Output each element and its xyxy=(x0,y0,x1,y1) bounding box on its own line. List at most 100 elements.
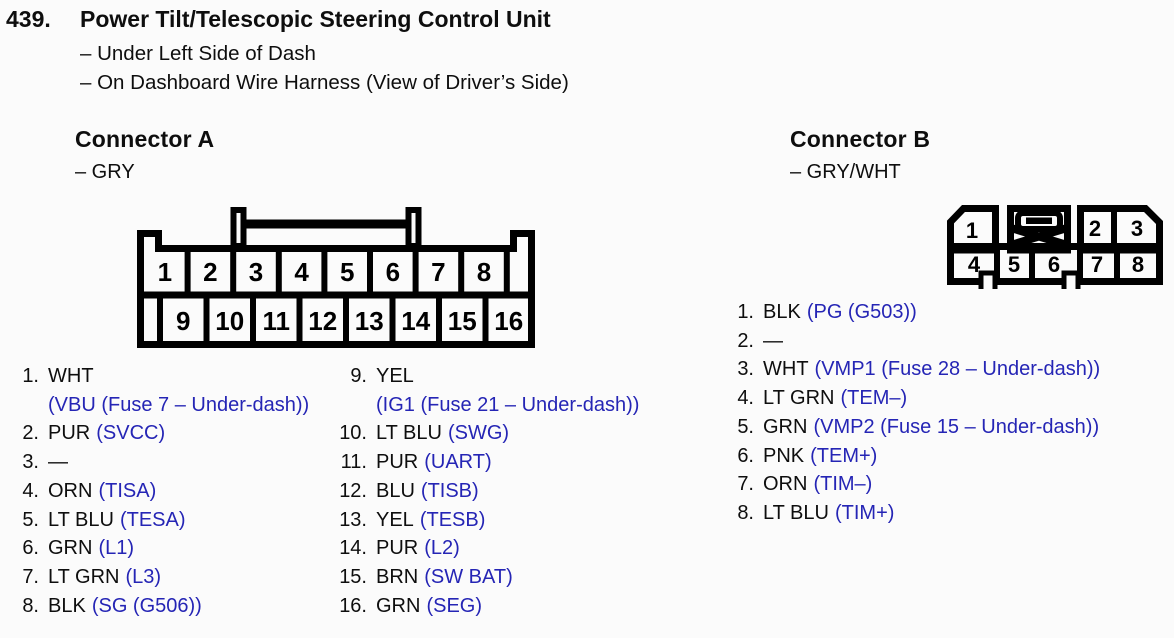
connector-a-title: Connector A xyxy=(75,126,215,152)
cavity-number: 1 xyxy=(158,257,172,287)
wire-color: GRN xyxy=(48,537,93,560)
cavity-number: 2 xyxy=(203,257,217,287)
top-row-dividers xyxy=(184,248,510,295)
pin-desc: GRN(L1) xyxy=(48,534,134,563)
pin-number: 1. xyxy=(22,365,39,387)
cavity-number: 8 xyxy=(477,257,491,287)
connector-a-body xyxy=(137,230,535,348)
connector-a-pin-numbers: 1 2 3 4 5 6 7 8 9 10 11 12 13 14 15 16 xyxy=(158,257,524,336)
pin-desc: GRN(SEG) xyxy=(376,592,482,621)
pin-row: 10. LT BLU(SWG) xyxy=(334,419,670,448)
cavity-number: 11 xyxy=(262,306,290,336)
pin-desc: WHT(VBU (Fuse 7 – Under-dash)) xyxy=(48,362,309,419)
pin-desc: BRN(SW BAT) xyxy=(376,563,513,592)
pin-desc: BLK(SG (G506)) xyxy=(48,592,202,621)
pin-row: 16. GRN(SEG) xyxy=(334,592,670,621)
bottom-row-dividers xyxy=(157,295,489,341)
cavity-number: 15 xyxy=(448,306,477,336)
pin-desc: LT GRN(TEM–) xyxy=(763,384,907,413)
pin-number: 13. xyxy=(339,508,367,531)
wire-color: BLK xyxy=(763,301,801,323)
connector-b-diagram: 1 2 3 4 5 6 7 8 xyxy=(947,205,1163,289)
pin-desc: LT GRN(L3) xyxy=(48,563,161,592)
bottom-notches xyxy=(978,270,1081,289)
pin-number: 9. xyxy=(350,365,367,387)
wire-color: LT GRN xyxy=(763,387,835,410)
wire-color: YEL xyxy=(376,365,414,387)
connector-b-pin-list: 1. BLK(PG (G503)) 2. — 3. WHT(VMP1 (Fuse… xyxy=(730,298,1174,528)
pin-number: 6. xyxy=(22,537,39,560)
signal-label: (TISA) xyxy=(98,479,157,502)
pin-desc: LT BLU(TIM+) xyxy=(763,499,894,528)
latch-tab xyxy=(1026,217,1052,224)
cavity-number: 7 xyxy=(1091,252,1103,277)
pin-row: 5. GRN(VMP2 (Fuse 15 – Under-dash)) xyxy=(730,413,1174,442)
latch-bar xyxy=(244,219,408,229)
pin-number: 6. xyxy=(737,444,754,467)
signal-label: (PG (G503)) xyxy=(806,301,917,323)
pin-row: 1. WHT(VBU (Fuse 7 – Under-dash)) xyxy=(14,362,334,419)
connector-a-pin-list-right: 9. YEL(IG1 (Fuse 21 – Under-dash)) 10. L… xyxy=(334,362,670,620)
cavity-number: 9 xyxy=(176,306,190,336)
cavity-number: 12 xyxy=(308,306,337,336)
cavity-number: 13 xyxy=(355,306,384,336)
connector-a-color: – GRY xyxy=(75,161,135,183)
wire-color: BLK xyxy=(48,594,86,617)
signal-label: (TESA) xyxy=(119,508,186,531)
pin-number: 4. xyxy=(737,387,754,410)
pin-desc: — xyxy=(48,448,74,477)
cavity-number: 16 xyxy=(494,306,523,336)
pin-row: 4. LT GRN(TEM–) xyxy=(730,384,1174,413)
pin-desc: WHT(VMP1 (Fuse 28 – Under-dash)) xyxy=(763,355,1100,384)
pin-row: 7. ORN(TIM–) xyxy=(730,470,1174,499)
wire-color: — xyxy=(48,451,68,474)
pin-desc: ORN(TIM–) xyxy=(763,470,872,499)
cavity-number: 4 xyxy=(968,252,981,277)
wire-color: — xyxy=(763,329,783,352)
pin-number: 3. xyxy=(22,451,39,474)
pin-row: 3. WHT(VMP1 (Fuse 28 – Under-dash)) xyxy=(730,355,1174,384)
pin-row: 6. PNK(TEM+) xyxy=(730,442,1174,471)
pin-number: 2. xyxy=(22,422,39,445)
pin-row: 14. PUR(L2) xyxy=(334,534,670,563)
signal-label: (TIM–) xyxy=(813,473,873,496)
wire-color: GRN xyxy=(763,415,808,438)
pin-number: 14. xyxy=(339,537,367,560)
signal-label: (UART) xyxy=(424,451,492,474)
cavity-number: 10 xyxy=(215,306,244,336)
pin-row: 7. LT GRN(L3) xyxy=(14,563,334,592)
latch-slot xyxy=(1015,210,1063,232)
pin-desc: — xyxy=(763,327,789,356)
signal-label: (TEM+) xyxy=(810,444,878,467)
cavity-number: 5 xyxy=(340,257,354,287)
wire-color: YEL xyxy=(376,508,414,531)
latch-cross xyxy=(1009,224,1069,249)
pin-row: 5. LT BLU(TESA) xyxy=(14,506,334,535)
pin-number: 1. xyxy=(737,301,754,323)
wire-color: WHT xyxy=(48,365,94,387)
pin-number: 12. xyxy=(339,479,367,502)
pin-desc: ORN(TISA) xyxy=(48,477,156,506)
pin-row: 15. BRN(SW BAT) xyxy=(334,563,670,592)
pin-number: 7. xyxy=(737,473,754,496)
pin-row: 9. YEL(IG1 (Fuse 21 – Under-dash)) xyxy=(334,362,670,419)
cavity-number: 14 xyxy=(401,306,430,336)
pin-desc: YEL(TESB) xyxy=(376,506,485,535)
signal-label: (SEG) xyxy=(426,594,483,617)
signal-label: (SVCC) xyxy=(96,422,166,445)
pin-desc: PUR(UART) xyxy=(376,448,492,477)
connector-a-header: Connector A – GRY xyxy=(75,126,214,184)
pin-desc: PNK(TEM+) xyxy=(763,442,877,471)
pin-desc: PUR(L2) xyxy=(376,534,460,563)
pin-number: 10. xyxy=(339,422,367,445)
signal-label: (L1) xyxy=(98,537,135,560)
wire-color: PUR xyxy=(376,451,419,474)
cavity-number: 5 xyxy=(1008,252,1020,277)
cavity-number: 3 xyxy=(249,257,263,287)
latch-post-left xyxy=(230,207,247,249)
pin-row: 6. GRN(L1) xyxy=(14,534,334,563)
pin-number: 7. xyxy=(22,565,39,588)
item-number: 439. xyxy=(6,6,51,32)
pin-desc: LT BLU(TESA) xyxy=(48,506,186,535)
signal-label: (SG (G506)) xyxy=(91,594,202,617)
